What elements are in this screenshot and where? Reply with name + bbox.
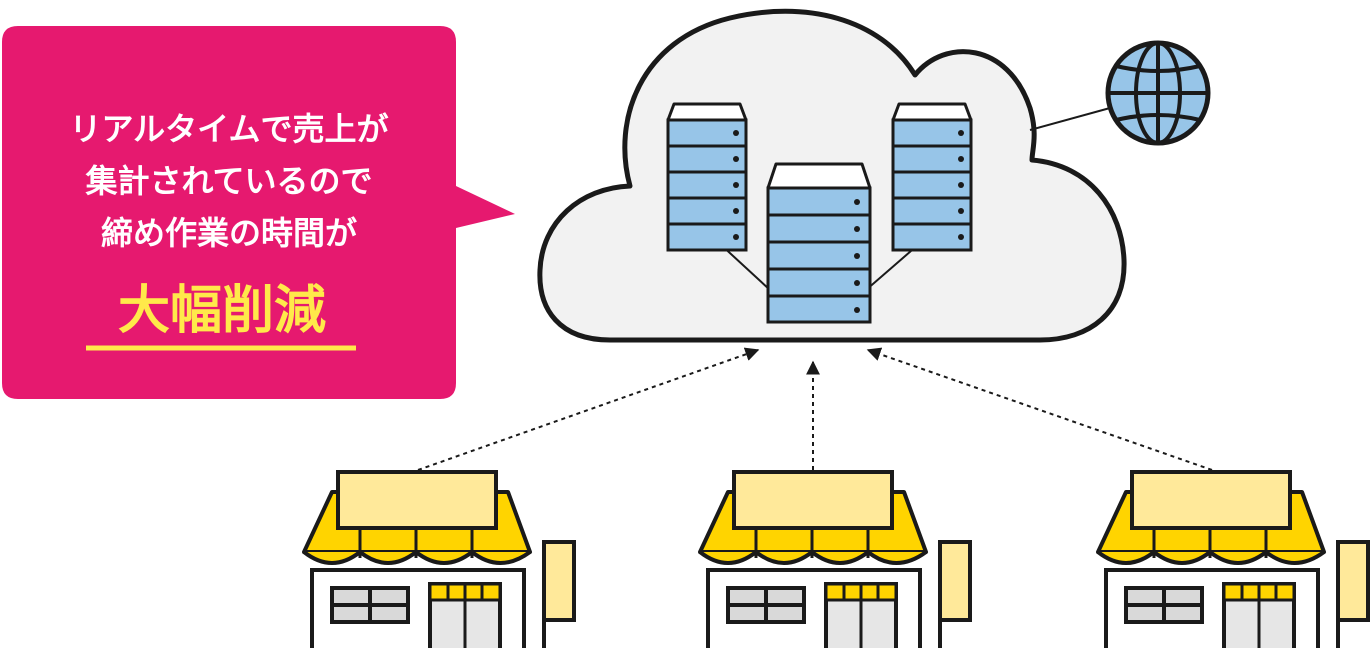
server-icon — [666, 102, 748, 252]
server-icon — [891, 102, 973, 252]
callout-line-1: リアルタイムで売上が — [69, 110, 388, 148]
data-arrow-right — [866, 347, 1213, 471]
store-icon — [698, 470, 972, 648]
globe-icon — [1105, 40, 1211, 146]
store-icon — [1096, 470, 1370, 648]
callout-highlight: 大幅削減 — [118, 281, 326, 341]
server-icon — [766, 162, 872, 324]
data-arrow-left — [417, 347, 760, 471]
callout-line-3: 締め作業の時間が — [101, 214, 357, 252]
store-icon — [302, 470, 576, 648]
callout-bubble: リアルタイムで売上が 集計されているので 締め作業の時間が 大幅削減 — [2, 26, 515, 399]
globe-link — [1029, 107, 1111, 131]
callout-line-2: 集計されているので — [84, 162, 372, 200]
